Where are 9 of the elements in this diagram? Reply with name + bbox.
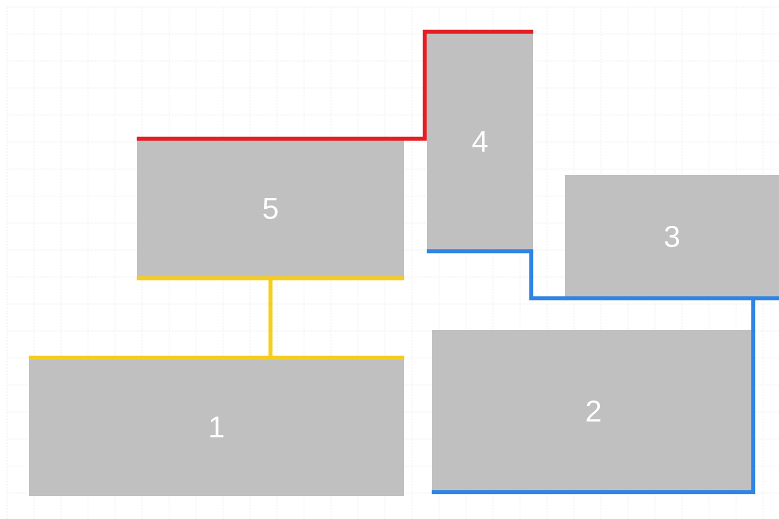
box: 4	[427, 32, 533, 251]
box: 2	[432, 330, 755, 492]
box: 1	[29, 358, 404, 496]
connector-line	[432, 298, 756, 494]
connector-line	[426, 249, 779, 300]
connector-line	[136, 30, 534, 141]
box: 3	[565, 175, 779, 298]
box: 5	[137, 139, 404, 278]
connector-line	[26, 276, 406, 360]
